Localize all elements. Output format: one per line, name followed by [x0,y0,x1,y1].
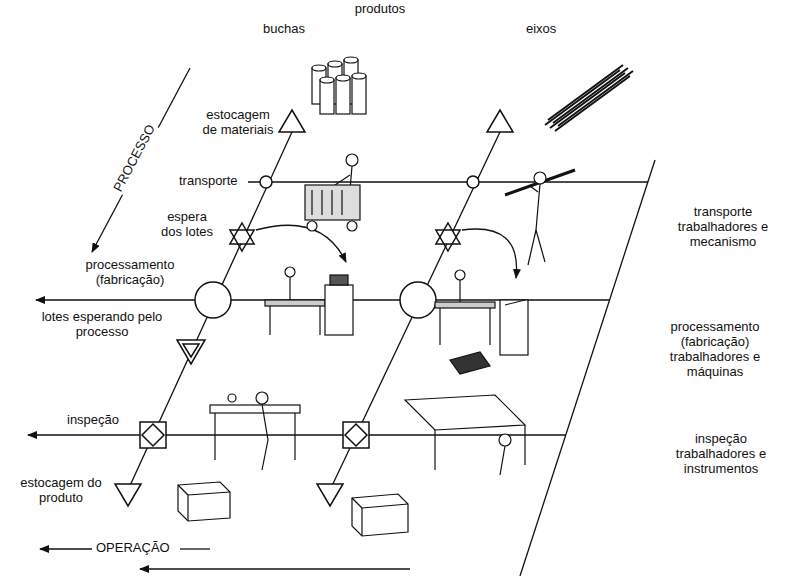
product-box [352,494,408,536]
step-label: inspeção [66,413,120,428]
step-label: lotes esperando pelo processo [40,310,164,340]
shaft-bundle [545,65,633,131]
step-label: processamento (fabricação) [74,258,186,288]
process-symbols [115,110,513,506]
inspection-desk [210,392,300,470]
inspection-desk [405,395,525,475]
header-label: produtos [354,2,407,17]
product-box [178,482,230,521]
band-label: inspeção trabalhadores e instrumentos [660,432,782,477]
column-label: buchas [262,22,306,37]
frame-lines [28,68,655,576]
band-label: transporte trabalhadores e mecanismo [664,205,782,250]
step-label: estocagem do produto [12,476,110,506]
band-label: processamento (fabricação) trabalhadores… [648,320,782,380]
axis-label: PROCESSO [111,121,160,195]
step-label: espera dos lotes [155,210,219,240]
worker-illustrations [178,57,633,536]
bushings-stack [312,57,366,114]
step-label: transporte [178,174,239,189]
processing-bench [265,267,353,335]
processing-bench [435,270,528,374]
worker-carrying-shaft [505,170,575,265]
column-label: eixos [525,22,557,37]
axis-label: OPERAÇÃO [95,541,171,556]
step-label: estocagem de materiais [198,108,278,138]
worker-with-cart [305,154,360,231]
